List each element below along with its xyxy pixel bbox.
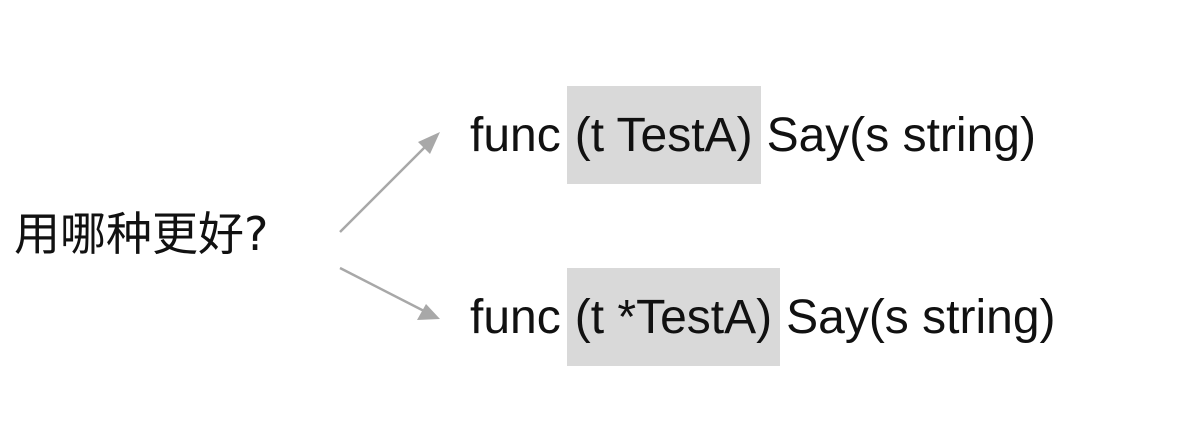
receiver-highlight: (t *TestA) — [566, 268, 781, 366]
arrow-to-option-a — [339, 132, 440, 233]
func-keyword: func — [470, 290, 561, 344]
method-signature: Say(s string) — [786, 290, 1056, 344]
arrow-to-option-b — [339, 266, 440, 320]
receiver-highlight: (t TestA) — [566, 86, 761, 184]
option-value-receiver: func (t TestA) Say(s string) — [470, 86, 1036, 184]
method-signature: Say(s string) — [766, 108, 1036, 162]
option-pointer-receiver: func (t *TestA) Say(s string) — [470, 268, 1056, 366]
question-label: 用哪种更好? — [14, 207, 269, 261]
func-keyword: func — [470, 108, 561, 162]
